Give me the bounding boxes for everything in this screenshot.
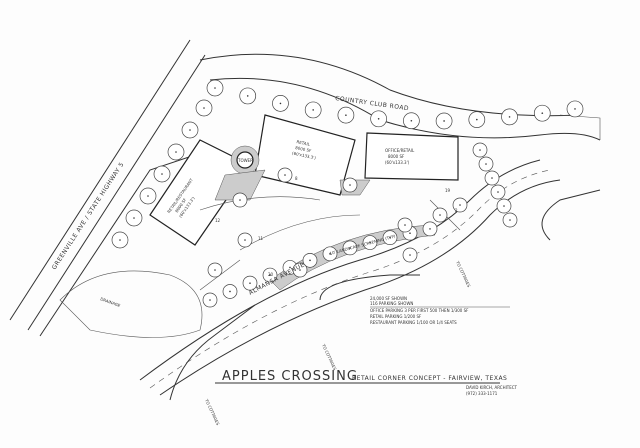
note-line: RESTAURANT PARKING 1/100 OR 1/4 SEATS: [370, 320, 457, 325]
project-subtitle: RETAIL CORNER CONCEPT - FAIRVIEW, TEXAS: [352, 375, 507, 382]
building-dims-label: (60'x133.3'): [385, 160, 410, 165]
tree-trunk: [410, 119, 413, 122]
tree-trunk: [161, 173, 163, 175]
building-area-label: 8000 SF: [388, 154, 405, 159]
building-office-retail: [364, 132, 459, 181]
tree-trunk: [147, 195, 149, 197]
architect-phone: (972) 333-1171: [466, 391, 498, 396]
tree-trunk: [175, 151, 177, 153]
parking-count: 19: [445, 188, 451, 193]
tree-trunk: [377, 118, 380, 120]
drainage-area: [59, 270, 203, 338]
tree-trunk: [404, 224, 406, 226]
tree-trunk: [479, 149, 481, 151]
to-cottages-label: TO COTTAGES: [204, 397, 221, 426]
note-line: 116 PARKING SHOWN: [370, 301, 413, 306]
tree-trunk: [349, 184, 351, 186]
tree-trunk: [203, 107, 205, 109]
drainage-label: DRAINAGE: [100, 296, 122, 308]
building-area-label: 8000 SF: [295, 145, 313, 153]
to-cottages-label: TO COTTAGES: [455, 259, 472, 288]
architect-name: DAVID KIRCH, ARCHITECT: [466, 385, 518, 390]
tree-trunk: [229, 290, 231, 293]
site-notes: 24,000 SF SHOWN 116 PARKING SHOWN OFFICE…: [370, 296, 510, 325]
tree-trunk: [439, 214, 441, 216]
tree-trunk: [429, 228, 431, 230]
building-use-label: OFFICE/RETAIL: [385, 148, 415, 153]
project-title: APPLES CROSSING: [222, 369, 358, 384]
tree-trunk: [389, 236, 391, 239]
tree-trunk: [189, 129, 191, 131]
tree-trunk: [476, 118, 478, 121]
plaza-paving: [214, 169, 266, 201]
tree-trunk: [119, 239, 121, 241]
tree-trunk: [349, 247, 351, 249]
road-label-west: GREENVILLE AVE / STATE HIGHWAY 5: [51, 161, 126, 271]
tree-trunk: [491, 177, 493, 179]
tree-trunk: [269, 274, 271, 276]
tree-trunk: [574, 108, 576, 110]
building-use-label: RETAIL: [296, 139, 311, 147]
building-dims-label: (60'x133.3'): [292, 150, 317, 160]
tree-trunk: [509, 219, 511, 221]
parking-count: 20: [268, 272, 274, 277]
tree-trunk: [309, 259, 311, 262]
tree-trunk: [443, 120, 445, 122]
note-line: OFFICE PARKING 3 PER FIRST 500 THEN 1/30…: [370, 308, 469, 313]
tree-trunk: [214, 269, 216, 271]
parking-count: 11: [258, 236, 264, 241]
note-line: RETAIL PARKING 1/200 SF: [370, 314, 422, 319]
tree-trunk: [239, 199, 241, 201]
tree-trunk: [369, 241, 371, 244]
parking-count: 2: [455, 208, 458, 213]
tree-trunk: [209, 299, 211, 301]
tree-trunk: [409, 232, 411, 234]
tree-trunk: [485, 163, 487, 165]
tree-trunk: [249, 282, 251, 284]
tree-trunk: [497, 191, 499, 193]
parking-count: 8: [295, 176, 298, 181]
tree-trunk: [503, 205, 505, 207]
title-block: APPLES CROSSING RETAIL CORNER CONCEPT - …: [215, 369, 518, 396]
tree-trunk: [541, 112, 544, 114]
to-cottages-label: TO COTTAGES: [321, 342, 338, 371]
country-club-road: [199, 53, 601, 141]
tree-trunk: [284, 174, 286, 176]
parking-count: 12: [215, 218, 221, 223]
road-label-south: ALMANSA AVENUE: [248, 261, 306, 296]
tree-trunk: [133, 217, 135, 219]
tree-trunk: [289, 266, 291, 269]
tree-trunk: [299, 269, 301, 271]
tower: [236, 151, 254, 169]
note-line: 24,000 SF SHOWN: [370, 296, 407, 301]
tree-trunk: [459, 204, 461, 206]
tree-trunk: [329, 253, 331, 255]
tree-trunk: [345, 114, 347, 116]
tree-trunk: [246, 95, 249, 97]
tower-label: TOWER: [237, 158, 253, 163]
tree-trunk: [312, 109, 314, 111]
tree-trunk: [409, 254, 411, 256]
tree-trunk: [214, 87, 216, 89]
tree-trunk: [279, 102, 282, 105]
tree-trunk: [244, 239, 246, 241]
trees: [111, 79, 584, 308]
tree-trunk: [508, 116, 511, 118]
